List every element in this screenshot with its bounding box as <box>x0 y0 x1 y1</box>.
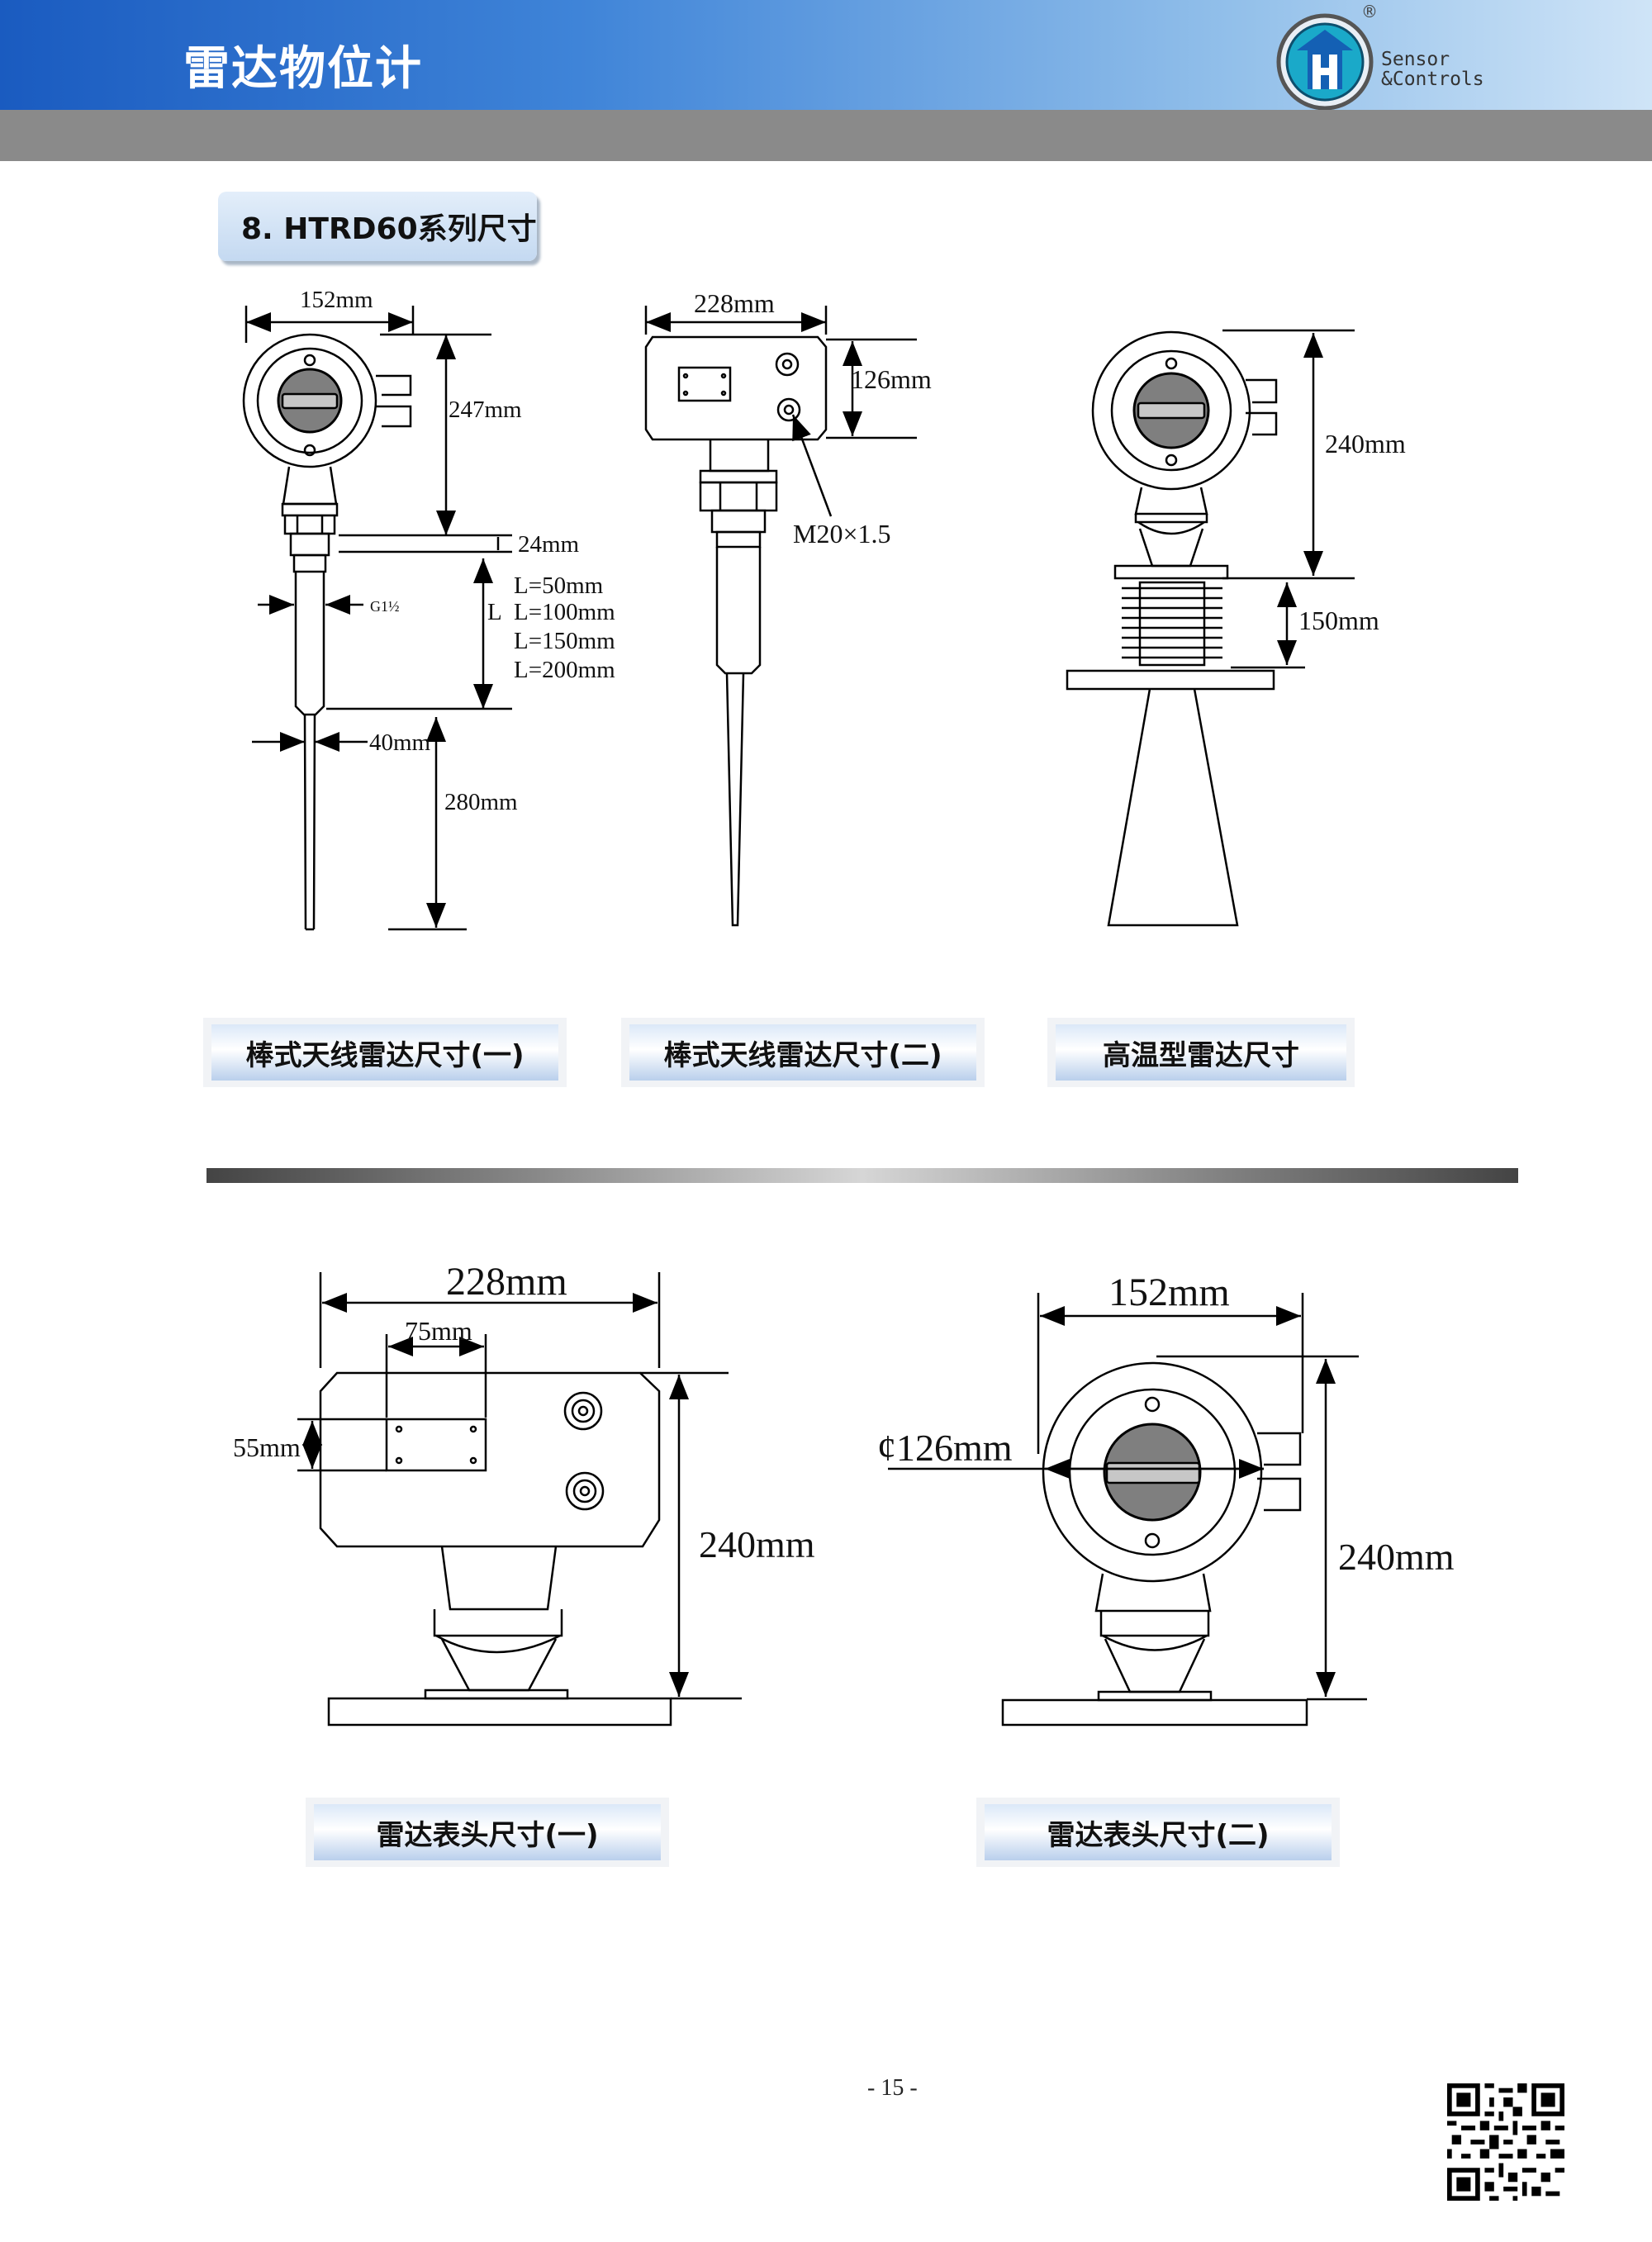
head2-width-label: 152mm <box>1108 1271 1230 1314</box>
caption-hightemp-text: 高温型雷达尺寸 <box>1056 1024 1346 1081</box>
rod1-l-label: L <box>487 599 502 625</box>
rod1-thread-label: G1½ <box>370 598 400 615</box>
caption-rod2-text: 棒式天线雷达尺寸(二) <box>629 1024 976 1081</box>
head1-window-height-label: 55mm <box>233 1432 301 1462</box>
radar-head-2-drawing <box>888 1293 1367 1727</box>
rod2-height-label: 126mm <box>851 364 932 394</box>
high-temp-radar-drawing <box>1066 329 1355 927</box>
caption-head1: 雷达表头尺寸(一) <box>306 1798 669 1867</box>
qr-code-icon <box>1447 2083 1564 2201</box>
logo-text: Sensor &Controls <box>1381 50 1484 89</box>
rod2-width-label: 228mm <box>694 288 775 318</box>
header-title: 雷达物位计 <box>183 42 423 96</box>
caption-head2: 雷达表头尺寸(二) <box>976 1798 1340 1867</box>
rod1-width-label: 152mm <box>300 287 373 313</box>
hightemp-height-label: 240mm <box>1325 429 1406 458</box>
head2-height-label: 240mm <box>1338 1536 1455 1578</box>
registered-mark: ® <box>1361 2 1378 21</box>
rod1-l200-label: L=200mm <box>514 657 615 683</box>
header-band <box>0 110 1652 161</box>
rod1-l150-label: L=150mm <box>514 628 615 654</box>
radar-head-1-drawing <box>297 1272 742 1727</box>
logo-line1: Sensor <box>1381 49 1450 70</box>
top-drawings: 152mm 247mm 24mm L L=50mm L=100mm L=150m… <box>242 287 1406 931</box>
head1-height-label: 240mm <box>699 1523 815 1565</box>
section-title: 8. HTRD60系列尺寸 <box>218 192 537 261</box>
caption-hightemp: 高温型雷达尺寸 <box>1047 1018 1355 1087</box>
bottom-drawings: 228mm 75mm 55mm 240mm 152mm ¢126mm 240mm <box>233 1260 1455 1727</box>
head1-width-label: 228mm <box>446 1260 567 1304</box>
hightemp-fins-label: 150mm <box>1298 606 1379 635</box>
company-logo-icon <box>1276 13 1374 111</box>
rod1-height-label: 247mm <box>449 397 522 423</box>
caption-rod1-text: 棒式天线雷达尺寸(一) <box>211 1024 558 1081</box>
rod1-thread-height-label: 24mm <box>518 531 580 558</box>
rod1-rod-dia-label: 40mm <box>369 729 431 756</box>
rod-radar-1-drawing <box>242 306 512 931</box>
caption-head2-text: 雷达表头尺寸(二) <box>985 1804 1332 1860</box>
rod1-l100-label: L=100mm <box>514 599 615 625</box>
caption-rod2: 棒式天线雷达尺寸(二) <box>621 1018 985 1087</box>
page-number: - 15 - <box>867 2075 918 2101</box>
caption-head1-text: 雷达表头尺寸(一) <box>314 1804 661 1860</box>
caption-rod1: 棒式天线雷达尺寸(一) <box>203 1018 567 1087</box>
section-divider <box>206 1168 1518 1183</box>
head1-window-label: 75mm <box>405 1316 472 1346</box>
rod1-rod-length-label: 280mm <box>444 789 518 815</box>
rod1-l50-label: L=50mm <box>514 572 604 599</box>
head2-diameter-label: ¢126mm <box>877 1427 1013 1469</box>
page-header: 雷达物位计 ® Sensor &Controls <box>0 0 1652 111</box>
rod-radar-2-drawing <box>644 306 917 927</box>
rod2-cable-label: M20×1.5 <box>793 519 891 549</box>
logo-line2: &Controls <box>1381 69 1484 90</box>
